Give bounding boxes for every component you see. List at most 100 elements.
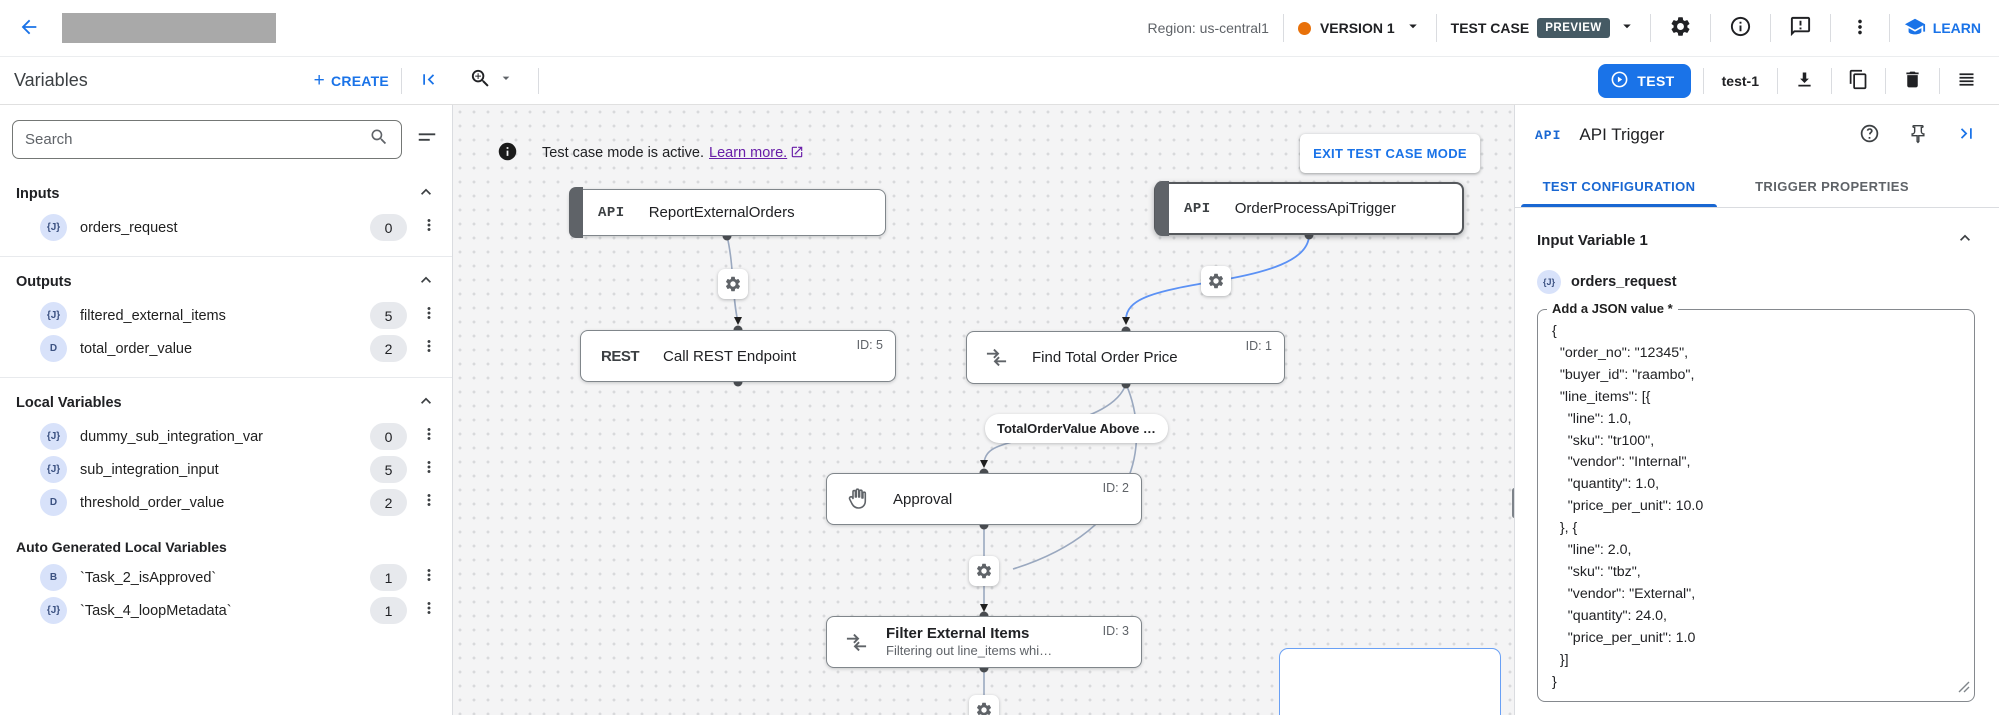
test-button[interactable]: TEST (1598, 63, 1691, 98)
node-id: ID: 2 (1102, 481, 1129, 495)
edge-settings-gear-icon[interactable] (1201, 266, 1231, 296)
tab-trigger-properties[interactable]: TRIGGER PROPERTIES (1755, 178, 1909, 194)
node-title: Call REST Endpoint (663, 347, 797, 365)
kebab-menu-icon[interactable] (420, 216, 438, 239)
test-case-name[interactable]: test-1 (1721, 72, 1759, 89)
node-id: ID: 5 (856, 338, 883, 352)
edge-settings-gear-icon[interactable] (969, 695, 999, 715)
node-order-process-api-trigger[interactable]: API OrderProcessApiTrigger (1154, 181, 1464, 236)
chevron-up-icon[interactable] (1955, 228, 1975, 253)
variable-row[interactable]: D threshold_order_value 2 (0, 486, 452, 519)
divider (1649, 14, 1651, 42)
kebab-menu-icon[interactable] (420, 458, 438, 481)
test-case-selector[interactable]: TEST CASE PREVIEW (1451, 17, 1636, 40)
learn-button[interactable]: LEARN (1904, 16, 1981, 41)
node-find-total-order-price[interactable]: Find Total Order Price ID: 1 (966, 331, 1285, 384)
test-case-list-button[interactable] (1952, 65, 1981, 97)
feedback-icon (1789, 15, 1812, 41)
settings-button[interactable] (1665, 11, 1696, 45)
node-id: ID: 1 (1245, 339, 1272, 353)
divider (1888, 14, 1890, 42)
section-header-outputs[interactable]: Outputs (0, 265, 452, 299)
learn-more-link[interactable]: Learn more. (709, 145, 788, 161)
usage-count-badge: 1 (370, 564, 407, 591)
test-case-label: TEST CASE (1450, 20, 1530, 36)
edge-settings-gear-icon[interactable] (718, 269, 748, 299)
test-toolbar: TEST test-1 (1598, 63, 1999, 98)
variable-row[interactable]: B `Task_2_isApproved` 1 (0, 561, 452, 594)
node-filter-external-items[interactable]: Filter External Items Filtering out line… (826, 616, 1142, 668)
search-input[interactable] (25, 131, 369, 148)
canvas-scrollbar-thumb[interactable] (1512, 488, 1514, 518)
collapse-variables-panel-button[interactable] (414, 65, 443, 97)
graduation-cap-icon (1904, 16, 1926, 41)
help-button[interactable] (1855, 119, 1884, 151)
create-label: CREATE (330, 72, 389, 89)
collapse-panel-button[interactable] (1952, 119, 1981, 151)
download-test-case-button[interactable] (1790, 65, 1819, 97)
edge-settings-gear-icon[interactable] (969, 556, 999, 586)
variable-name: `Task_4_loopMetadata` (80, 602, 232, 619)
variable-row[interactable]: D total_order_value 2 (0, 332, 452, 365)
panel-header: API API Trigger (1515, 105, 1999, 165)
variable-name: orders_request (1571, 274, 1677, 290)
api-accent-bar (1155, 181, 1169, 236)
variable-row[interactable]: {J} dummy_sub_integration_var 0 (0, 420, 452, 453)
section-header-inputs[interactable]: Inputs (0, 177, 452, 211)
edge-condition-label[interactable]: TotalOrderValue Above … (985, 414, 1168, 443)
api-tag: API (1535, 127, 1562, 143)
api-trigger-config-panel: API API Trigger TEST CONFIGURATION TRI (1514, 105, 1999, 715)
kebab-menu-icon[interactable] (420, 599, 438, 622)
node-title: Filter External Items (886, 624, 1030, 642)
zoom-control[interactable] (469, 67, 514, 95)
delete-test-case-button[interactable] (1898, 65, 1927, 97)
sort-variables-button[interactable] (412, 123, 442, 156)
canvas-highlight-box (1279, 648, 1501, 715)
exit-test-case-mode-button[interactable]: EXIT TEST CASE MODE (1300, 134, 1480, 173)
collapse-left-icon (418, 69, 439, 93)
variable-row[interactable]: {J} sub_integration_input 5 (0, 453, 452, 486)
data-mapping-icon (845, 631, 868, 654)
back-button[interactable] (14, 12, 44, 45)
variable-row[interactable]: {J} orders_request 0 (0, 211, 452, 244)
canvas-toolbar (453, 67, 1598, 95)
pin-panel-button[interactable] (1904, 120, 1932, 151)
panel-title: API Trigger (1579, 125, 1665, 144)
divider (1939, 67, 1940, 94)
node-title: Approval (893, 490, 953, 508)
panel-body: Input Variable 1 {J} orders_request Add … (1515, 208, 1999, 715)
api-tag: API (1184, 200, 1211, 217)
info-button[interactable] (1725, 11, 1756, 45)
variable-row[interactable]: {J} `Task_4_loopMetadata` 1 (0, 594, 452, 627)
region-label: Region: us-central1 (1147, 20, 1269, 36)
json-value-text[interactable]: { "order_no": "12345", "buyer_id": "raam… (1552, 323, 1704, 690)
section-title: Local Variables (16, 395, 122, 411)
variable-row[interactable]: {J} filtered_external_items 5 (0, 299, 452, 332)
variable-name: threshold_order_value (80, 494, 225, 511)
duplicate-test-case-button[interactable] (1844, 65, 1873, 97)
node-report-external-orders[interactable]: API ReportExternalOrders (569, 187, 886, 238)
test-mode-banner: Test case mode is active.Learn more. (497, 141, 804, 167)
kebab-menu-icon[interactable] (420, 491, 438, 514)
double-type-icon: D (40, 489, 67, 516)
more-options-button[interactable] (1845, 12, 1875, 45)
test-button-label: TEST (1637, 72, 1675, 89)
node-call-rest-endpoint[interactable]: REST Call REST Endpoint ID: 5 (580, 330, 896, 382)
node-approval[interactable]: Approval ID: 2 (826, 473, 1142, 525)
create-variable-button[interactable]: + CREATE (314, 71, 389, 90)
section-header-local-variables[interactable]: Local Variables (0, 386, 452, 420)
tab-test-configuration[interactable]: TEST CONFIGURATION (1515, 165, 1723, 207)
integration-canvas[interactable]: Test case mode is active.Learn more. EXI… (453, 105, 1514, 715)
node-title: ReportExternalOrders (648, 204, 795, 221)
kebab-menu-icon[interactable] (420, 566, 438, 589)
variables-toolbar: Variables + CREATE (0, 65, 453, 97)
resize-handle-icon[interactable] (1958, 680, 1970, 698)
kebab-menu-icon[interactable] (420, 425, 438, 448)
feedback-button[interactable] (1785, 11, 1816, 45)
json-value-field[interactable]: Add a JSON value * { "order_no": "12345"… (1537, 301, 1975, 702)
zoom-in-icon (469, 67, 492, 95)
kebab-menu-icon[interactable] (420, 304, 438, 327)
kebab-menu-icon[interactable] (420, 337, 438, 360)
usage-count-badge: 5 (370, 302, 407, 329)
version-selector[interactable]: VERSION 1 (1297, 17, 1422, 40)
